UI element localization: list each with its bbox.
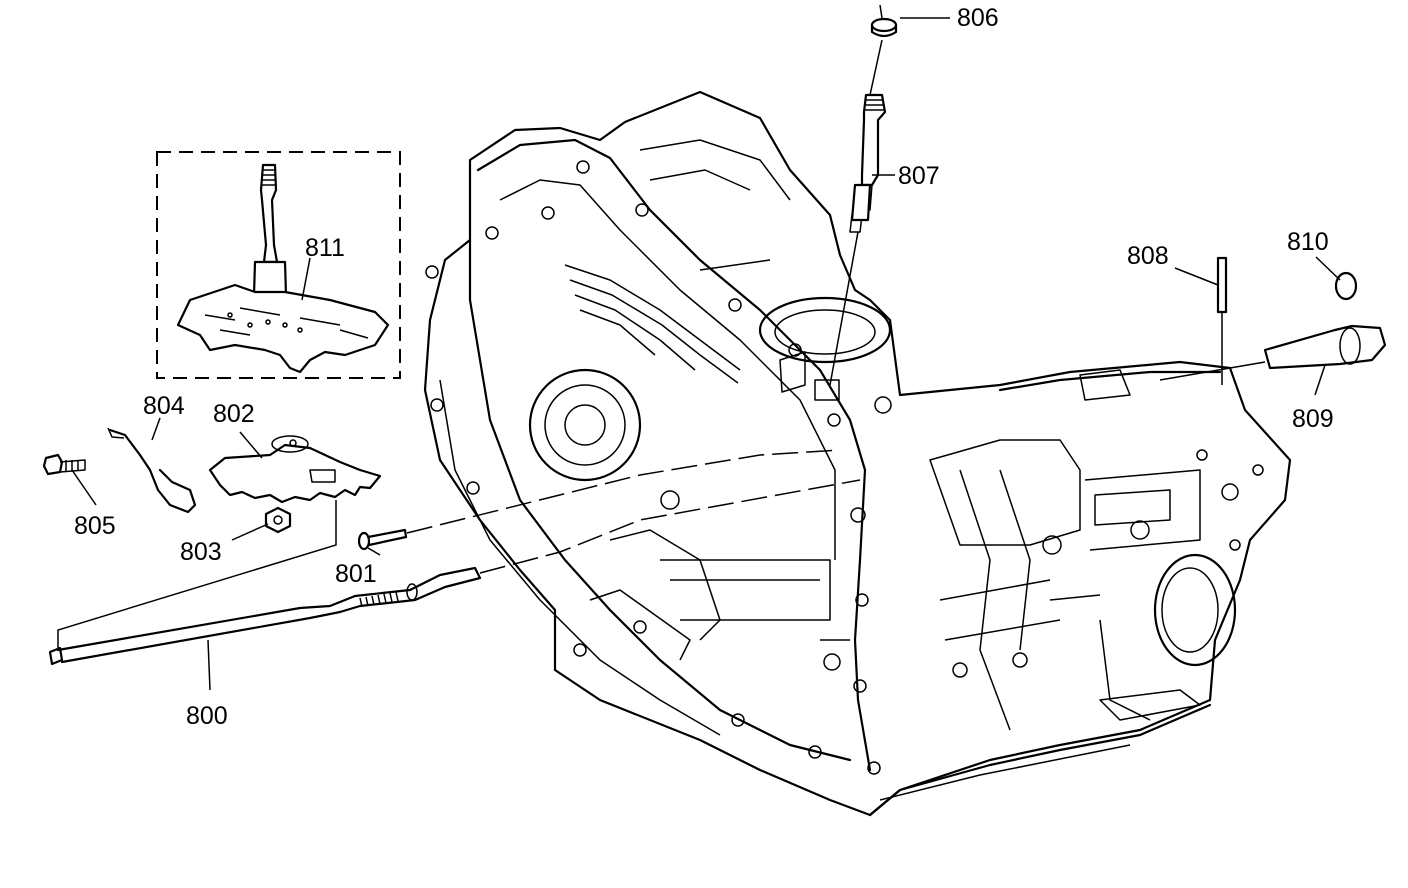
part-800-shift-rod xyxy=(48,566,482,666)
label-804: 804 xyxy=(143,392,185,420)
part-809-sleeve xyxy=(1263,324,1387,370)
part-801-pin xyxy=(357,528,408,551)
part-802-detent-lever xyxy=(208,435,382,504)
part-804-detent-spring xyxy=(107,427,197,514)
label-805: 805 xyxy=(74,512,116,540)
assembly-dashed-outline xyxy=(156,151,401,379)
transaxle-case xyxy=(423,90,1292,817)
label-802: 802 xyxy=(213,400,255,428)
part-807-valve xyxy=(849,93,887,233)
part-810-o-ring xyxy=(1334,271,1358,301)
label-800: 800 xyxy=(186,702,228,730)
callout-labels: 806 807 808 810 809 811 804 802 805 803 … xyxy=(74,4,1334,730)
label-811: 811 xyxy=(305,234,345,262)
label-801: 801 xyxy=(335,560,377,588)
callout-leaders xyxy=(71,17,1341,691)
part-811-manual-valve-assembly xyxy=(156,151,401,379)
assembly-center-lines xyxy=(57,39,1266,650)
label-807: 807 xyxy=(898,162,940,190)
label-808: 808 xyxy=(1127,242,1169,270)
label-806: 806 xyxy=(957,4,999,32)
part-803-nut xyxy=(264,506,292,534)
label-803: 803 xyxy=(180,538,222,566)
part-805-bolt xyxy=(42,453,86,476)
part-806-cap xyxy=(870,4,898,38)
label-810: 810 xyxy=(1287,228,1329,256)
label-809: 809 xyxy=(1292,405,1334,433)
part-808-pin xyxy=(1216,256,1228,314)
